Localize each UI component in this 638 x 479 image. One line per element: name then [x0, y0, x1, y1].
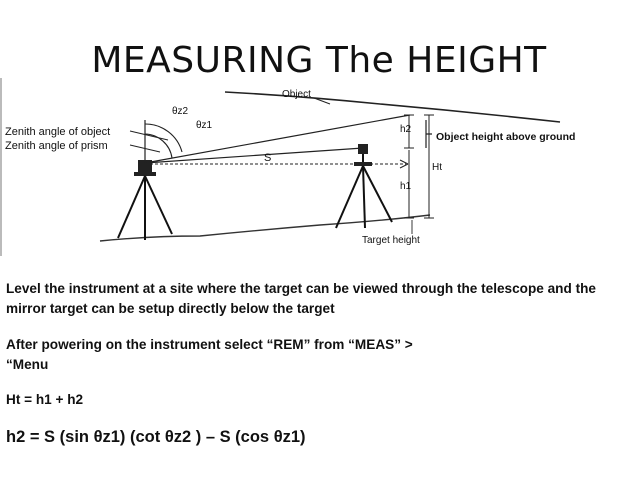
ht-label: Ht [432, 162, 442, 173]
angle-arc-z2 [144, 123, 183, 153]
zenith-object-label: Zenith angle of object [5, 126, 110, 138]
prism-head [358, 144, 368, 154]
zenith-prism-leader [129, 144, 161, 153]
instruction-rem-line1: After powering on the instrument select … [6, 337, 413, 352]
zenith-prism-label: Zenith angle of prism [5, 140, 108, 152]
angle-arc-z1 [144, 133, 173, 159]
theta-z1-label: θz1 [196, 120, 213, 131]
h2-label: h2 [400, 124, 412, 135]
object-height-bracket [425, 120, 432, 148]
instruction-paragraph-rem: After powering on the instrument select … [6, 335, 631, 375]
zenith-object-leader [129, 130, 169, 141]
instruction-rem-line2: “Menu [6, 357, 49, 372]
sight-line-prism [144, 147, 364, 164]
height-measurement-diagram: θz2 θz1 Zenith angle of object Zenith an… [0, 78, 600, 256]
object-label: Object [282, 89, 311, 100]
instrument-tripod [117, 160, 173, 240]
theta-z2-label: θz2 [172, 106, 189, 117]
sight-line-object [144, 114, 411, 164]
object-height-label: Object height above ground [436, 131, 575, 143]
target-tripod [335, 144, 393, 229]
target-height-label: Target height [362, 235, 420, 246]
object-pointer [313, 97, 331, 105]
h1-label: h1 [400, 181, 412, 192]
formula-ht: Ht = h1 + h2 [6, 392, 84, 407]
instruction-paragraph-level: Level the instrument at a site where the… [6, 281, 596, 316]
diagram-svg: θz2 θz1 Zenith angle of object Zenith an… [0, 78, 575, 256]
slide-title: MEASURING The HEIGHT [91, 40, 547, 81]
s-label: S [264, 152, 271, 164]
object-outline [224, 91, 561, 123]
formula-h2: h2 = S (sin θz1) (cot θz2 ) – S (cos θz1… [6, 428, 306, 446]
ground-line [99, 214, 431, 242]
instrument-base [134, 172, 156, 176]
